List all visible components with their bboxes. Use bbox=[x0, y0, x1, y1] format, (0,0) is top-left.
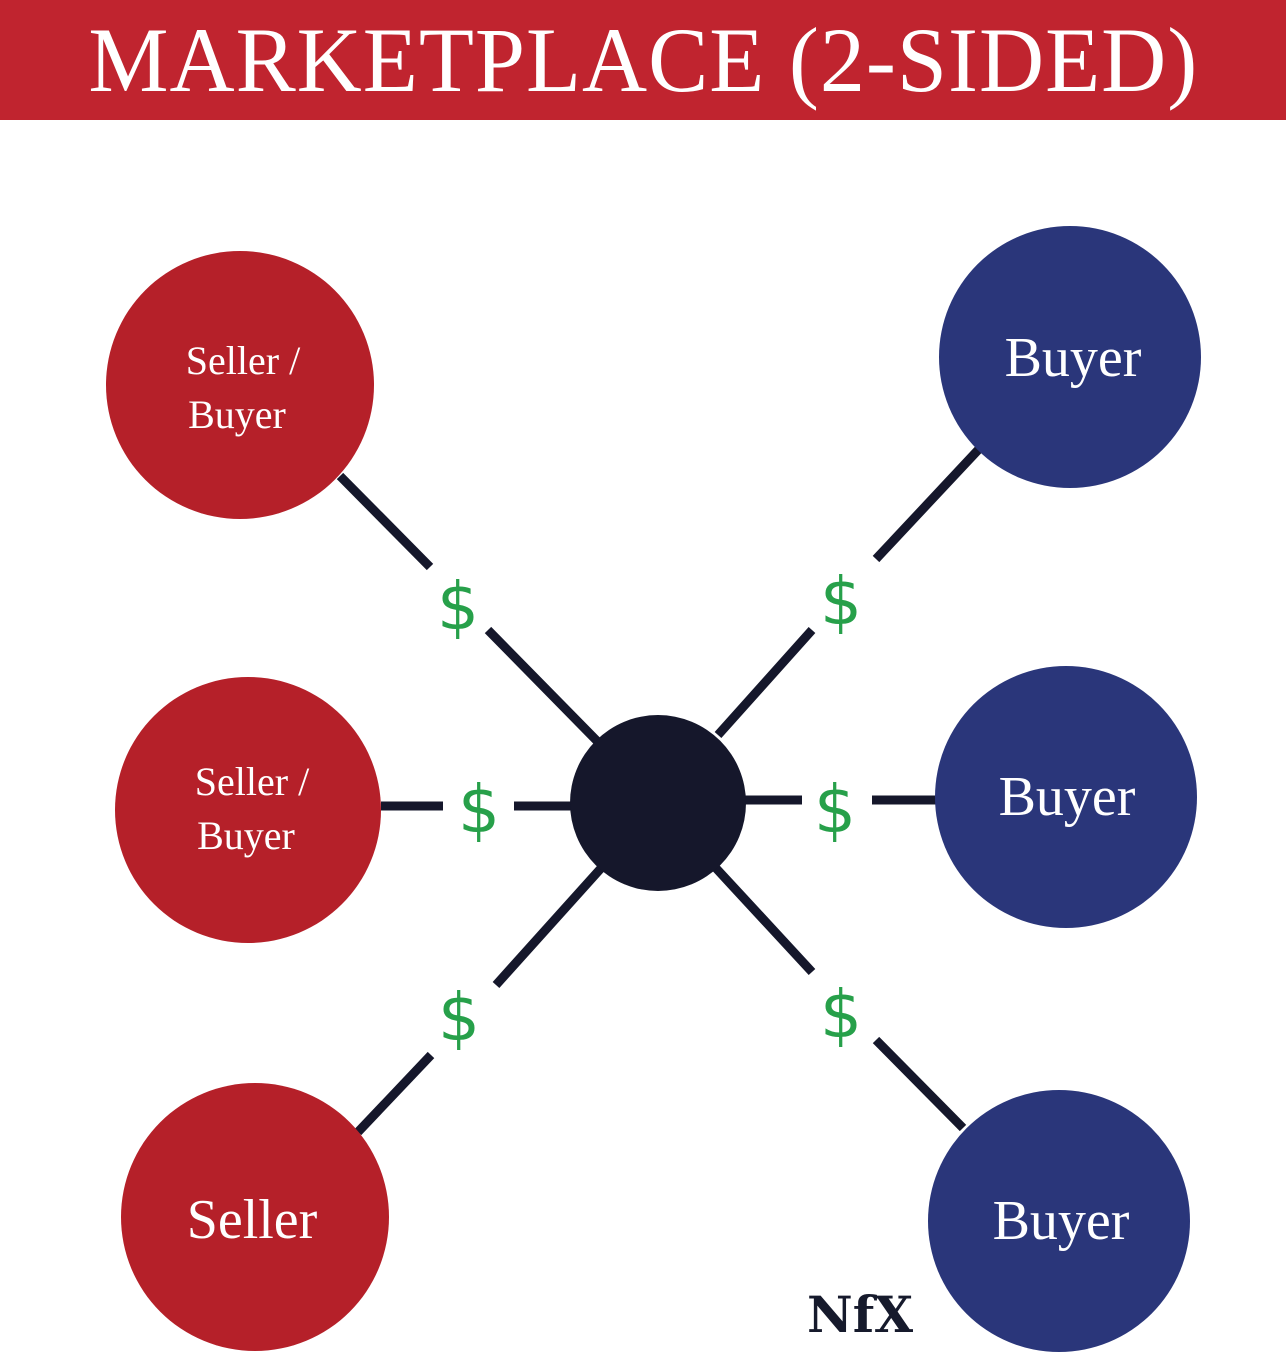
buyer-node-top: Buyer bbox=[939, 226, 1201, 488]
page-title: MARKETPLACE (2-SIDED) bbox=[88, 9, 1198, 111]
edge-bottom-right-inner bbox=[710, 862, 816, 976]
buyer-node-middle: Buyer bbox=[935, 666, 1197, 928]
payment-markers: $ $ $ $ $ $ bbox=[437, 563, 862, 1056]
node-label: Buyer bbox=[999, 766, 1136, 828]
edge-bottom-right-outer bbox=[872, 1036, 967, 1132]
edge-top-left-outer bbox=[336, 472, 434, 571]
seller-buyer-node-middle: Seller / Buyer bbox=[115, 677, 381, 943]
node-label: Buyer bbox=[1005, 327, 1142, 389]
dollar-icon: $ bbox=[437, 568, 479, 645]
dollar-icon: $ bbox=[820, 563, 862, 640]
edge-bottom-left-outer bbox=[354, 1051, 435, 1136]
node-label: Seller bbox=[187, 1189, 318, 1251]
platform-hub-node bbox=[570, 715, 746, 891]
edge-top-right-outer bbox=[872, 445, 983, 563]
node-label: Buyer bbox=[197, 813, 295, 858]
title-banner: MARKETPLACE (2-SIDED) bbox=[0, 0, 1286, 120]
dollar-icon: $ bbox=[458, 771, 500, 848]
edges bbox=[336, 445, 983, 1136]
seller-node-bottom: Seller bbox=[121, 1083, 389, 1351]
node-label: Seller / bbox=[195, 759, 310, 804]
dollar-icon: $ bbox=[814, 771, 856, 848]
node-label: Buyer bbox=[188, 392, 286, 437]
edge-top-left-inner bbox=[484, 626, 602, 746]
nfx-logo: NfX bbox=[807, 1285, 913, 1344]
edge-top-right-inner bbox=[714, 626, 816, 739]
node-label: Seller / bbox=[186, 338, 301, 383]
dollar-icon: $ bbox=[820, 976, 862, 1053]
node-label: Buyer bbox=[993, 1190, 1130, 1252]
seller-buyer-node-top: Seller / Buyer bbox=[106, 251, 374, 519]
edge-bottom-left-inner bbox=[492, 862, 607, 989]
buyer-node-bottom: Buyer bbox=[928, 1090, 1190, 1352]
dollar-icon: $ bbox=[438, 979, 480, 1056]
